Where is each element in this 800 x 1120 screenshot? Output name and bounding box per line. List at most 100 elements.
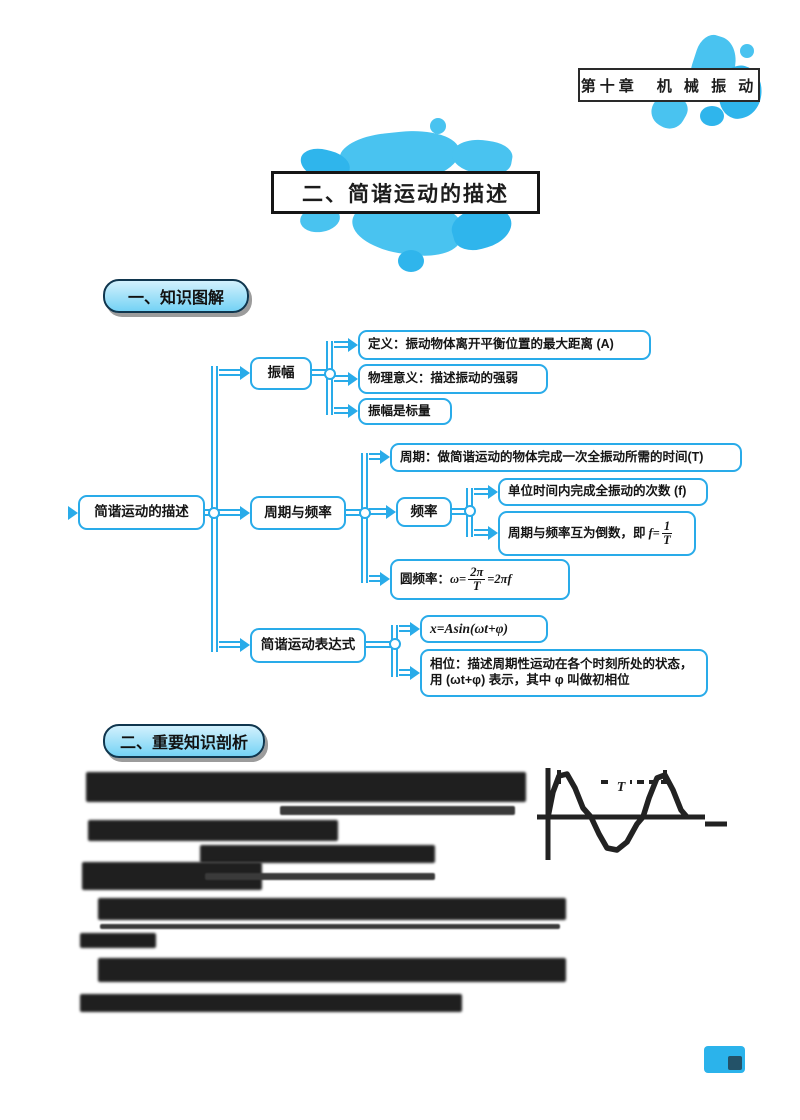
mindmap-node-amp-scalar: 振幅是标量	[358, 398, 452, 425]
illegible-text-line	[280, 806, 515, 815]
node-label: 物理意义：描述振动的强弱	[368, 371, 519, 386]
connector	[334, 375, 348, 382]
mindmap-node-angular-frequency: 圆频率： ω= 2π T =2πf	[390, 559, 570, 600]
connector	[334, 407, 348, 414]
mindmap-node-period: 周期：做简谐运动的物体完成一次全振动所需的时间(T)	[390, 443, 742, 472]
connector-junction	[464, 505, 476, 517]
ink-splash	[430, 118, 446, 134]
illegible-text-line	[80, 933, 156, 948]
ink-splash	[398, 250, 424, 272]
page-number-badge	[704, 1046, 745, 1073]
connector-junction	[389, 638, 401, 650]
connector-arrow	[240, 506, 250, 520]
formula-lead: f=	[648, 525, 660, 540]
formula-tail: =2πf	[487, 571, 512, 586]
connector-junction	[359, 507, 371, 519]
connector-junction	[324, 368, 336, 380]
page-number-glyph	[728, 1056, 742, 1070]
connector-arrow	[68, 506, 78, 520]
illegible-text-line	[98, 898, 566, 920]
connector	[346, 509, 365, 516]
node-label: x=Asin(ωt+φ)	[430, 620, 509, 636]
fraction: 2π T	[468, 564, 486, 593]
connector	[334, 341, 348, 348]
fraction: 1 T	[661, 518, 673, 547]
fraction-numerator: 2π	[468, 564, 486, 580]
illegible-text-line	[88, 820, 338, 841]
connector-arrow	[240, 366, 250, 380]
connector-junction	[208, 507, 220, 519]
mindmap-node-frequency-unit: 单位时间内完成全振动的次数 (f)	[498, 478, 708, 506]
connector-arrow	[348, 372, 358, 386]
mindmap-node-frequency: 频率	[396, 497, 452, 527]
fraction-denominator: T	[663, 533, 671, 547]
mindmap-node-period-frequency: 周期与频率	[250, 496, 346, 530]
chapter-header: 第十章 机 械 振 动	[578, 68, 760, 102]
illegible-text-line	[100, 924, 560, 929]
connector	[399, 625, 410, 632]
mindmap-node-amp-definition: 定义：振动物体离开平衡位置的最大距离 (A)	[358, 330, 651, 360]
section-heading-text: 二、重要知识剖析	[119, 735, 248, 752]
node-label: 频率	[410, 503, 438, 519]
connector	[219, 369, 240, 376]
node-label: 振幅	[267, 365, 295, 381]
connector	[312, 369, 330, 376]
mindmap-node-reciprocal: 周期与频率互为倒数，即 f= 1 T	[498, 511, 696, 556]
page-title-text: 二、简谐运动的描述	[302, 182, 509, 206]
node-label: 简谐运动表达式	[260, 637, 356, 653]
connector	[474, 529, 488, 536]
connector	[366, 641, 395, 648]
period-label-text: T	[616, 780, 626, 795]
connector	[391, 625, 398, 677]
connector-arrow	[488, 526, 498, 540]
connector-arrow	[348, 404, 358, 418]
fraction-numerator: 1	[661, 518, 673, 534]
connector-arrow	[348, 338, 358, 352]
illegible-text-line	[80, 994, 462, 1012]
node-label: 简谐运动的描述	[94, 504, 189, 520]
node-label: 单位时间内完成全振动的次数 (f)	[508, 484, 687, 499]
connector	[219, 641, 240, 648]
connector-arrow	[380, 572, 390, 586]
illegible-text-line	[200, 845, 435, 863]
node-label: 周期与频率	[264, 504, 332, 520]
section-heading-analysis: 二、重要知识剖析	[103, 724, 265, 758]
node-label: 振幅是标量	[368, 403, 431, 418]
page-title: 二、简谐运动的描述	[271, 171, 540, 214]
node-label: 圆频率：	[400, 571, 451, 586]
connector-arrow	[410, 622, 420, 636]
connector	[219, 509, 240, 516]
mindmap-node-amp-meaning: 物理意义：描述振动的强弱	[358, 364, 548, 394]
displacement-time-graph	[537, 768, 727, 860]
connector-arrow	[410, 666, 420, 680]
connector-arrow	[380, 450, 390, 464]
node-label: 周期：做简谐运动的物体完成一次全振动所需的时间(T)	[400, 449, 704, 464]
chapter-header-text: 第十章 机 械 振 动	[580, 77, 758, 95]
connector	[369, 453, 380, 460]
connector	[399, 669, 410, 676]
formula-lead: ω=	[450, 571, 467, 586]
mindmap-node-expression: 简谐运动表达式	[250, 628, 366, 663]
node-label: 周期与频率互为倒数，即	[508, 525, 646, 540]
mindmap-root-node: 简谐运动的描述	[78, 495, 205, 530]
node-label: 定义：振动物体离开平衡位置的最大距离 (A)	[368, 337, 614, 352]
mindmap-node-expression-formula: x=Asin(ωt+φ)	[420, 615, 548, 643]
ink-splash	[700, 106, 724, 126]
connector-arrow	[240, 638, 250, 652]
illegible-text-line	[98, 958, 566, 982]
section-heading-text: 一、知识图解	[127, 290, 224, 307]
connector	[452, 508, 470, 515]
connector	[369, 575, 380, 582]
fraction-denominator: T	[472, 579, 481, 593]
connector-arrow	[488, 485, 498, 499]
connector	[369, 508, 386, 515]
section-heading-knowledge-map: 一、知识图解	[103, 279, 249, 313]
connector-arrow	[386, 505, 396, 519]
node-label: 相位：描述周期性运动在各个时刻所处的状态，用 (ωt+φ) 表示，其中 φ 叫做…	[430, 657, 693, 687]
mindmap-node-phase: 相位：描述周期性运动在各个时刻所处的状态，用 (ωt+φ) 表示，其中 φ 叫做…	[420, 649, 708, 697]
illegible-text-line	[205, 873, 435, 880]
period-label: T	[612, 777, 630, 799]
illegible-text-line	[86, 772, 526, 802]
mindmap-node-amplitude: 振幅	[250, 357, 312, 390]
